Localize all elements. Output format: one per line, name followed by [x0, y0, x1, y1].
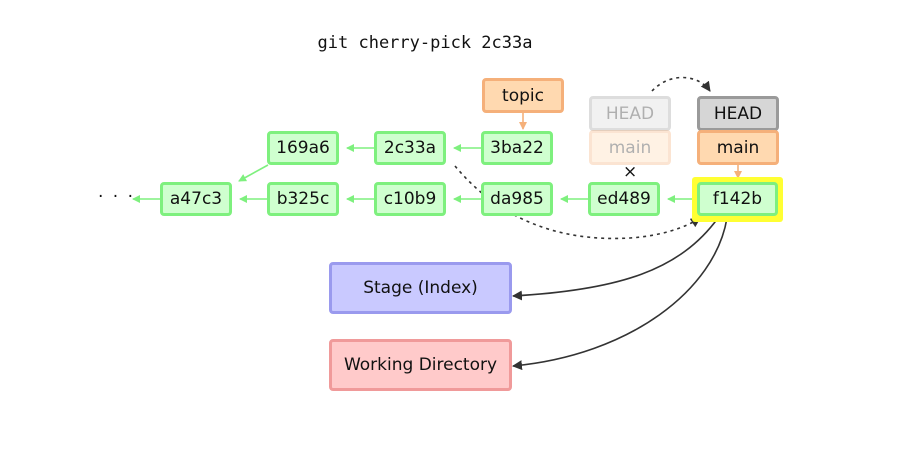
commit-da985: da985 [481, 182, 553, 216]
ellipsis: · · · [98, 187, 136, 207]
commit-f142b: f142b [697, 182, 778, 216]
old-main-branch: main [589, 130, 671, 165]
commit-3ba22: 3ba22 [481, 131, 553, 165]
branch-topic: topic [482, 78, 564, 113]
commit-b325c: b325c [267, 182, 339, 216]
parent-arrow [238, 164, 269, 182]
to-stage-arrow [512, 217, 719, 301]
command-title: git cherry-pick 2c33a [317, 33, 533, 53]
working-directory-box: Working Directory [329, 339, 512, 391]
head-move-arrow [651, 76, 711, 92]
commit-a47c3: a47c3 [160, 182, 232, 216]
removed-pointer-mark: × [623, 162, 638, 182]
old-head-label: HEAD [589, 96, 671, 131]
commit-c10b9: c10b9 [374, 182, 446, 216]
head-label: HEAD [697, 96, 779, 131]
commit-169a6: 169a6 [267, 131, 339, 165]
to-working-dir-arrow [512, 217, 728, 371]
commit-ed489: ed489 [588, 182, 660, 216]
main-branch: main [697, 130, 779, 165]
stage-index-box: Stage (Index) [329, 262, 512, 314]
commit-2c33a: 2c33a [374, 131, 446, 165]
